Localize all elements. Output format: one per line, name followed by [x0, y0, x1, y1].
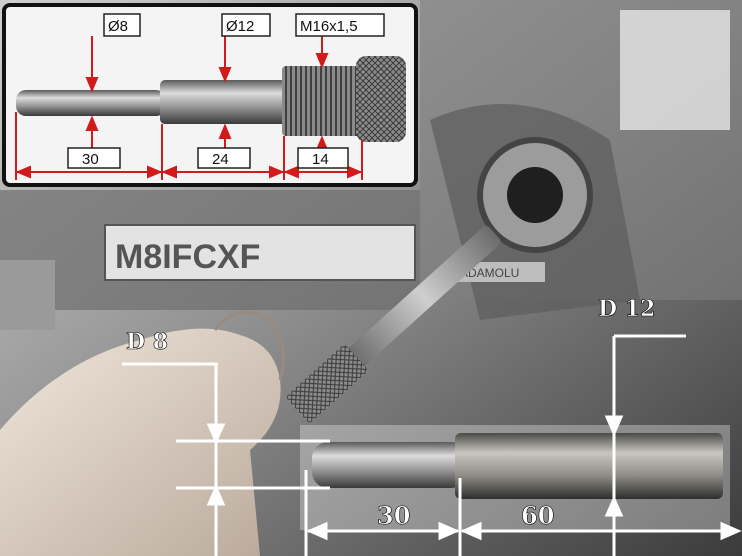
sticker — [455, 262, 545, 282]
inserted-tool — [286, 225, 501, 423]
stamped-plate — [104, 224, 416, 281]
left-pulley — [0, 260, 55, 330]
inset-rod-small — [16, 90, 166, 116]
len60-arrow-left — [460, 521, 482, 541]
len-b-arrow-l — [161, 165, 177, 179]
d12-arrow-top — [604, 415, 624, 437]
sticker-text: ADAMOLU — [460, 266, 519, 280]
inset-rod-mid — [160, 80, 290, 124]
label-len-30: 30 — [377, 501, 410, 530]
inset-len-b: 24 — [212, 151, 229, 168]
inset-diagram: Ø8 Ø12 M16x1,5 30 24 14 — [2, 3, 418, 187]
box-len-b — [197, 147, 251, 169]
box-thread — [295, 13, 385, 37]
label-len-60: 60 — [521, 501, 554, 530]
thread-arrow-down — [315, 53, 329, 69]
rod-large-section — [455, 433, 723, 499]
tool-shank — [346, 225, 501, 368]
inset-thread-label: M16x1,5 — [300, 18, 358, 35]
thumb-outline — [213, 310, 285, 381]
dia12-arrow-down — [218, 67, 232, 83]
box-len-c — [297, 147, 349, 169]
len30-arrow-left — [306, 521, 328, 541]
inset-len-a: 30 — [82, 151, 99, 168]
len-c-arrow-l — [283, 165, 299, 179]
len30-arrow-right — [438, 521, 460, 541]
len-a-arrow-l — [15, 165, 31, 179]
len-a-arrow-r — [147, 165, 163, 179]
box-dia8 — [103, 13, 141, 37]
plate-text: M8IFCXF — [115, 238, 260, 276]
plug-hole — [507, 167, 563, 223]
label-d8: D 8 — [126, 329, 168, 355]
label-d12: D 12 — [598, 296, 655, 322]
dia12-arrow-up — [218, 123, 232, 139]
rod-small-section — [312, 442, 467, 488]
inset-knurled-head — [356, 56, 406, 142]
box-len-a — [67, 147, 121, 169]
inset-thread — [282, 66, 360, 136]
len60-arrow-right — [720, 521, 742, 541]
dia8-arrow-up — [85, 115, 99, 131]
box-dia12 — [221, 13, 271, 37]
d8-arrow-top — [206, 423, 226, 445]
len-c-arrow-r — [347, 165, 363, 179]
d8-arrow-bottom — [206, 484, 226, 506]
dia8-arrow-down — [85, 77, 99, 93]
inset-len-c: 14 — [312, 151, 329, 168]
tool-knurl — [286, 345, 368, 423]
inset-dia-small: Ø8 — [108, 18, 128, 35]
len-b-arrow-r — [269, 165, 285, 179]
white-dimensions — [122, 334, 742, 556]
d12-arrow-bottom — [604, 495, 624, 517]
bright-corner — [620, 10, 730, 130]
inset-red-dimensions — [15, 36, 363, 180]
inset-dia-mid: Ø12 — [226, 18, 254, 35]
